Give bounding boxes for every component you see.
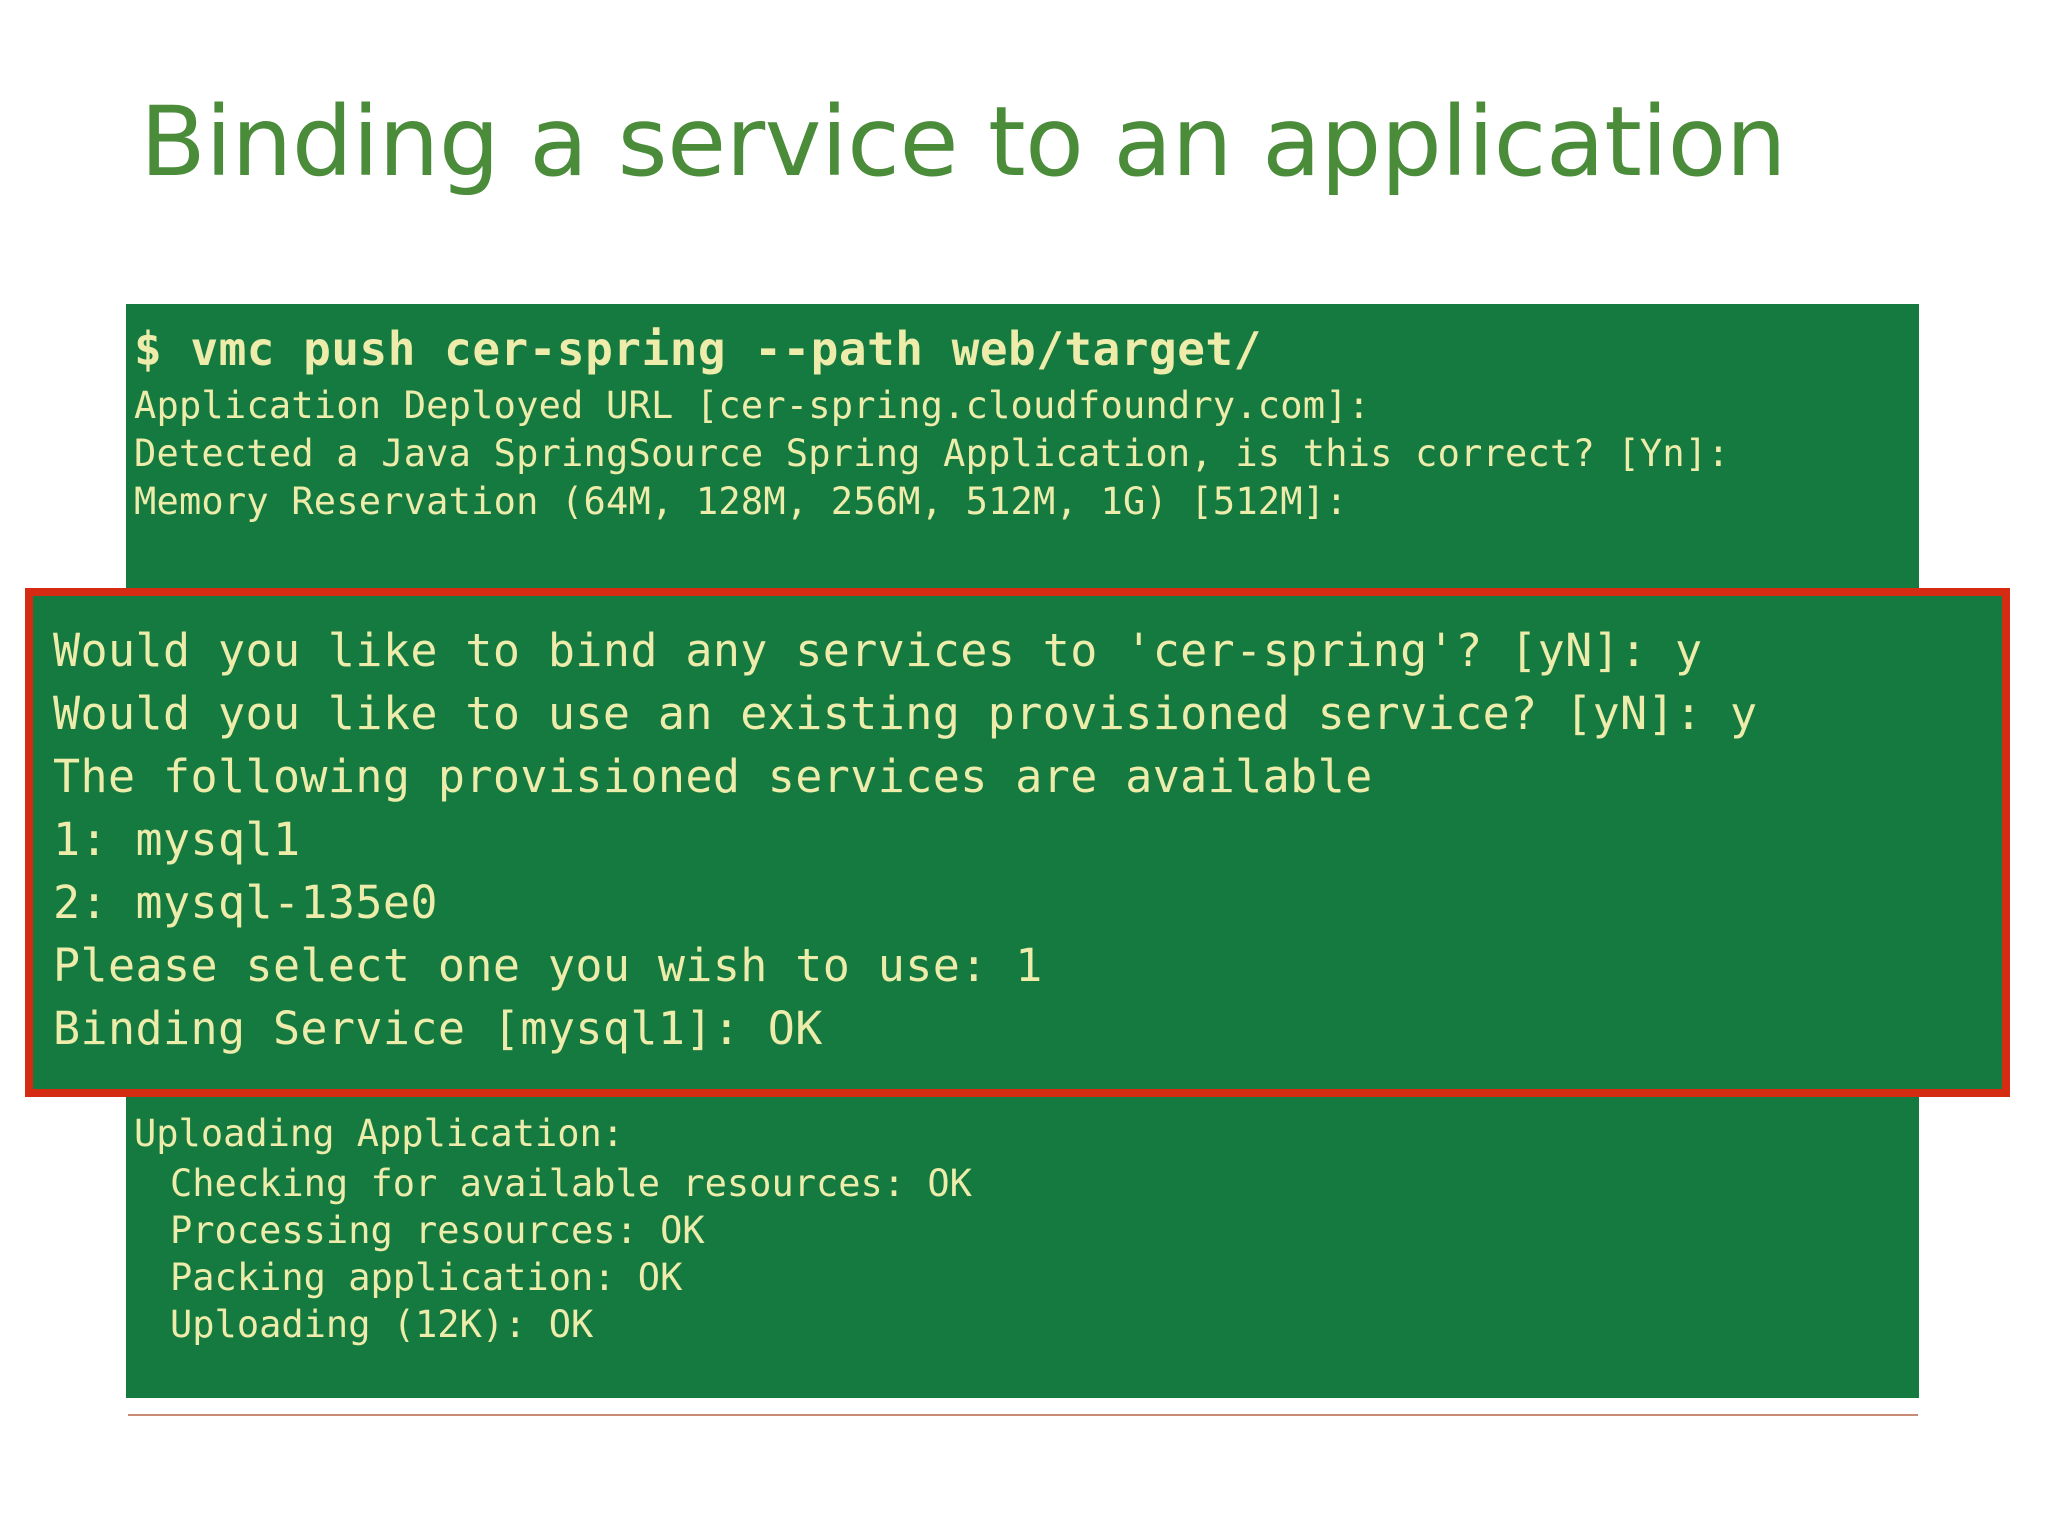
page-title: Binding a service to an application	[140, 86, 1787, 198]
highlight-line-service-option-2: 2: mysql-135e0	[53, 876, 438, 929]
terminal-line-uploading-size: Uploading (12K): OK	[170, 1303, 594, 1346]
highlight-line-service-option-1: 1: mysql1	[53, 813, 301, 866]
terminal-line-processing-resources: Processing resources: OK	[170, 1209, 705, 1252]
terminal-line-checking-resources: Checking for available resources: OK	[170, 1162, 972, 1205]
terminal-line-uploading-application: Uploading Application:	[134, 1112, 625, 1155]
highlight-line-select-prompt: Please select one you wish to use: 1	[53, 939, 1043, 992]
highlight-line-bind-services-prompt: Would you like to bind any services to '…	[53, 624, 1703, 677]
terminal-line-detected-framework: Detected a Java SpringSource Spring Appl…	[134, 432, 1730, 475]
highlight-line-available-services-header: The following provisioned services are a…	[53, 750, 1373, 803]
terminal-line-packing-application: Packing application: OK	[170, 1256, 683, 1299]
terminal-command-line: $ vmc push cer-spring --path web/target/	[134, 322, 1262, 376]
footer-divider	[128, 1414, 1918, 1416]
highlight-line-existing-service-prompt: Would you like to use an existing provis…	[53, 687, 1758, 740]
terminal-line-memory-reservation: Memory Reservation (64M, 128M, 256M, 512…	[134, 480, 1348, 523]
highlight-line-binding-service-result: Binding Service [mysql1]: OK	[53, 1002, 823, 1055]
highlight-callout-box: Would you like to bind any services to '…	[25, 588, 2010, 1097]
terminal-line-deployed-url: Application Deployed URL [cer-spring.clo…	[134, 384, 1371, 427]
